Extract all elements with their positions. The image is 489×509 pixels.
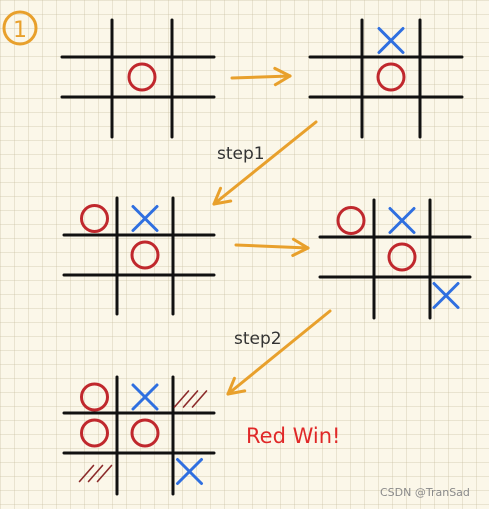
x-mark (176, 458, 203, 485)
o-mark (130, 418, 160, 448)
step1-label: step1 (217, 144, 265, 164)
badge-number: 1 (13, 18, 27, 43)
board-5 (62, 375, 216, 496)
hatch-mark (173, 390, 208, 408)
result-label: Red Win! (246, 424, 341, 448)
o-mark (376, 62, 406, 92)
o-mark (80, 418, 109, 448)
arrow-right-1 (230, 66, 292, 87)
arrow-step1 (212, 120, 318, 206)
o-mark (80, 382, 109, 412)
hatch-mark (78, 464, 113, 483)
x-mark (432, 282, 460, 309)
o-mark (127, 62, 157, 92)
arrow-right-2 (234, 237, 310, 258)
o-mark (80, 204, 109, 233)
x-mark (131, 205, 159, 232)
board-2 (308, 18, 464, 139)
step2-label: step2 (234, 329, 282, 349)
arrow-step2 (226, 309, 332, 396)
o-mark (336, 206, 366, 235)
x-mark (388, 207, 416, 234)
x-mark (377, 27, 405, 54)
o-mark (130, 240, 160, 270)
board-1 (60, 18, 216, 139)
watermark: CSDN @TranSad (380, 486, 470, 499)
step-number-badge: 1 (2, 10, 38, 46)
o-mark (387, 242, 417, 272)
x-mark (131, 383, 159, 411)
board-3 (62, 196, 216, 316)
board-4 (318, 198, 472, 320)
badge-circle (2, 10, 38, 46)
